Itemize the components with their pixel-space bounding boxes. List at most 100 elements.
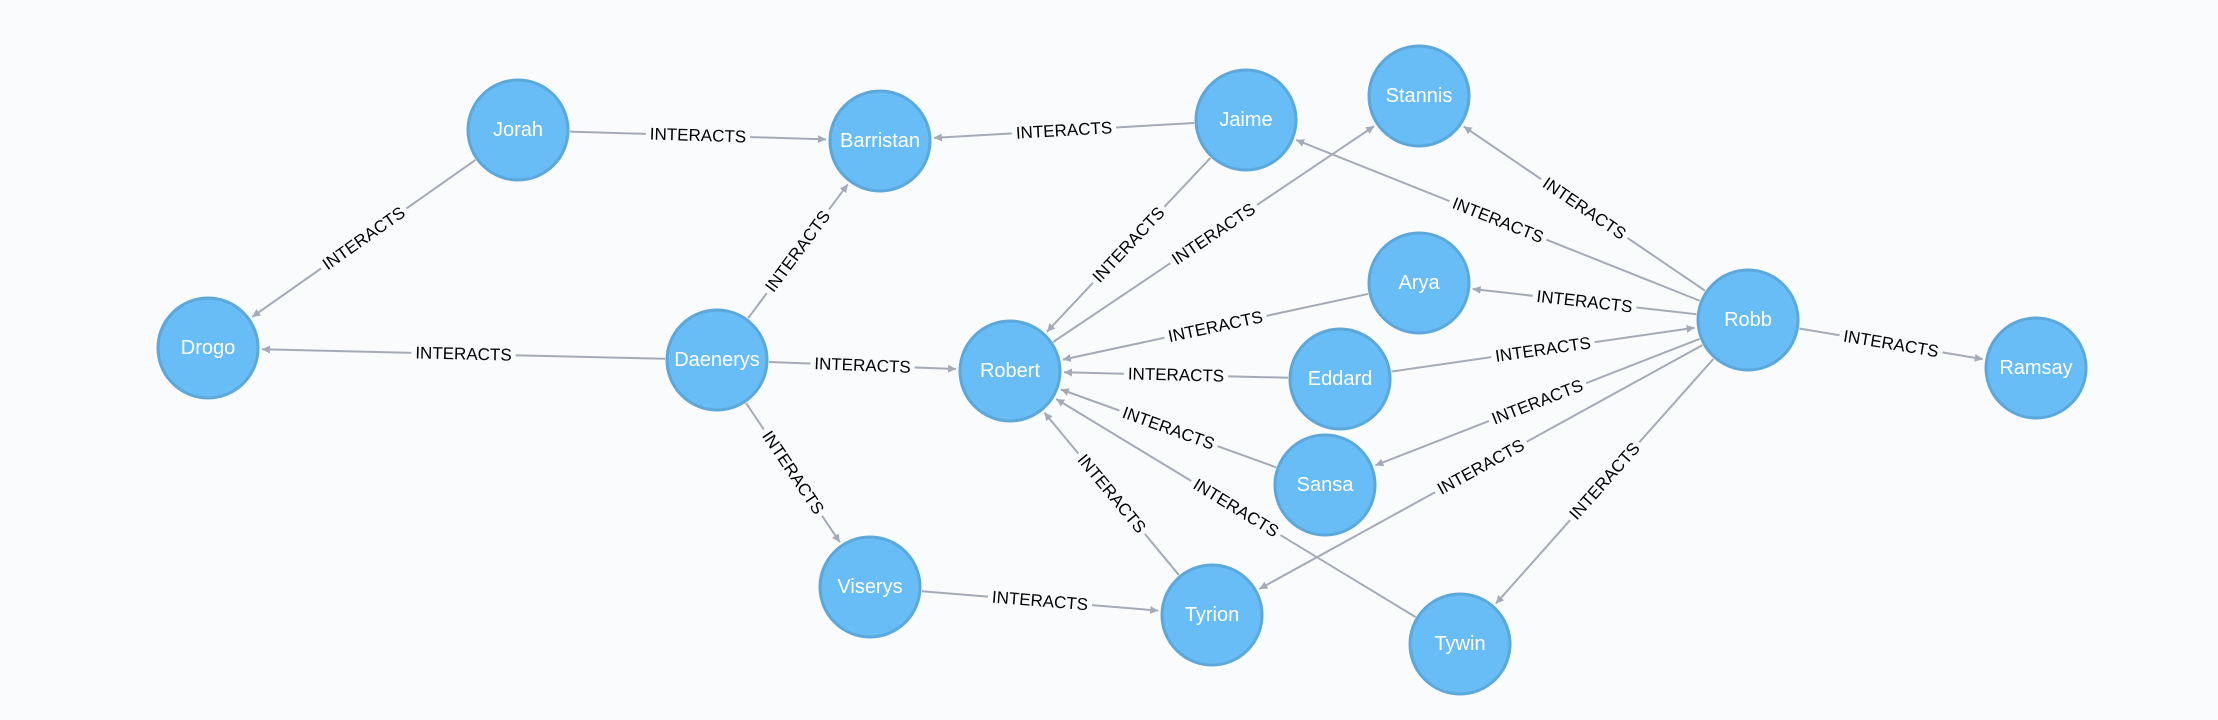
edge-label: INTERACTS xyxy=(415,343,512,364)
edge-label-background xyxy=(1070,446,1153,541)
edge-label-group: INTERACTS xyxy=(1011,116,1117,144)
node-daenerys[interactable]: Daenerys xyxy=(665,308,769,412)
edge-label-background xyxy=(1445,191,1551,250)
node-circle[interactable] xyxy=(466,78,570,182)
edge-label-group: INTERACTS xyxy=(755,423,831,522)
edge-label-background xyxy=(411,342,516,366)
edge-robb-stannis[interactable]: INTERACTS xyxy=(1463,125,1706,292)
edge-label-background xyxy=(645,123,751,148)
edge-robb-jaime[interactable]: INTERACTS xyxy=(1295,139,1701,302)
edge-label-background xyxy=(1430,432,1532,502)
edge-label: INTERACTS xyxy=(1074,451,1150,537)
edge-label-background xyxy=(1535,170,1634,247)
edges-layer: INTERACTSINTERACTSINTERACTSINTERACTSINTE… xyxy=(251,116,1983,618)
edge-label-background xyxy=(1489,331,1597,368)
edge-daenerys-robert[interactable]: INTERACTS xyxy=(768,353,957,378)
edge-jaime-barristan[interactable]: INTERACTS xyxy=(933,116,1195,144)
node-circle[interactable] xyxy=(828,89,932,193)
node-arya[interactable]: Arya xyxy=(1367,231,1471,335)
edge-daenerys-viserys[interactable]: INTERACTS xyxy=(745,402,841,543)
edge-label: INTERACTS xyxy=(1015,118,1112,142)
edge-daenerys-drogo[interactable]: INTERACTS xyxy=(261,342,666,366)
node-circle[interactable] xyxy=(665,308,769,412)
edge-label: INTERACTS xyxy=(1190,475,1282,541)
node-circle[interactable] xyxy=(1367,44,1471,148)
node-drogo[interactable]: Drogo xyxy=(156,296,260,400)
edge-eddard-robb[interactable]: INTERACTS xyxy=(1391,324,1695,373)
edge-label: INTERACTS xyxy=(1166,307,1264,346)
edge-label-group: INTERACTS xyxy=(1164,196,1263,272)
edge-eddard-robert[interactable]: INTERACTS xyxy=(1063,363,1289,387)
edge-label-group: INTERACTS xyxy=(1123,363,1229,387)
node-circle[interactable] xyxy=(1367,231,1471,335)
node-barristan[interactable]: Barristan xyxy=(828,89,932,193)
edge-label-background xyxy=(1011,116,1117,144)
node-robb[interactable]: Robb xyxy=(1696,268,1800,372)
edge-viserys-tyrion[interactable]: INTERACTS xyxy=(921,586,1159,616)
edge-robb-ramsay[interactable]: INTERACTS xyxy=(1799,324,1983,363)
node-jorah[interactable]: Jorah xyxy=(466,78,570,182)
edge-label-group: INTERACTS xyxy=(1445,191,1551,250)
edge-label: INTERACTS xyxy=(758,427,828,518)
edge-label-group: INTERACTS xyxy=(1115,400,1222,456)
node-stannis[interactable]: Stannis xyxy=(1367,44,1471,148)
edge-label-group: INTERACTS xyxy=(411,342,516,366)
node-tyrion[interactable]: Tyrion xyxy=(1160,563,1264,667)
edge-label-group: INTERACTS xyxy=(1070,446,1153,541)
edge-label: INTERACTS xyxy=(650,125,747,147)
node-viserys[interactable]: Viserys xyxy=(818,535,922,639)
edge-label: INTERACTS xyxy=(1842,327,1940,362)
edge-label: INTERACTS xyxy=(814,354,911,377)
node-circle[interactable] xyxy=(1160,563,1264,667)
node-eddard[interactable]: Eddard xyxy=(1288,327,1392,431)
node-circle[interactable] xyxy=(1288,327,1392,431)
edge-label-group: INTERACTS xyxy=(1430,432,1532,502)
node-circle[interactable] xyxy=(1273,433,1377,537)
edge-label-group: INTERACTS xyxy=(315,199,413,278)
node-sansa[interactable]: Sansa xyxy=(1273,433,1377,537)
edge-label-background xyxy=(1115,400,1222,456)
edge-label: INTERACTS xyxy=(762,207,835,296)
edge-label-background xyxy=(315,199,413,278)
edge-label-background xyxy=(1562,435,1648,528)
node-ramsay[interactable]: Ramsay xyxy=(1984,316,2088,420)
node-tywin[interactable]: Tywin xyxy=(1408,592,1512,696)
edge-label-background xyxy=(1085,199,1173,290)
edge-label-background xyxy=(1164,196,1263,272)
edge-label-background xyxy=(755,423,831,522)
edge-label-background xyxy=(1162,305,1269,349)
edge-label: INTERACTS xyxy=(1566,439,1644,524)
node-circle[interactable] xyxy=(1984,316,2088,420)
edge-label-group: INTERACTS xyxy=(1489,331,1597,368)
edge-label-group: INTERACTS xyxy=(1085,199,1173,290)
edge-jorah-drogo[interactable]: INTERACTS xyxy=(251,159,477,318)
edge-label-group: INTERACTS xyxy=(1531,285,1638,318)
edge-label-background xyxy=(1485,373,1590,431)
edge-tyrion-robert[interactable]: INTERACTS xyxy=(1043,411,1180,576)
node-circle[interactable] xyxy=(1408,592,1512,696)
edge-jorah-barristan[interactable]: INTERACTS xyxy=(569,123,827,148)
edge-label-group: INTERACTS xyxy=(1535,170,1634,247)
edge-label: INTERACTS xyxy=(1089,203,1169,286)
edge-label-background xyxy=(809,353,916,378)
edge-label-background xyxy=(1531,285,1638,318)
node-circle[interactable] xyxy=(818,535,922,639)
edge-label: INTERACTS xyxy=(1434,435,1528,498)
node-circle[interactable] xyxy=(156,296,260,400)
node-robert[interactable]: Robert xyxy=(958,319,1062,423)
edge-label-group: INTERACTS xyxy=(758,203,838,300)
edge-label: INTERACTS xyxy=(1168,199,1259,269)
node-circle[interactable] xyxy=(958,319,1062,423)
node-jaime[interactable]: Jaime xyxy=(1194,68,1298,172)
node-circle[interactable] xyxy=(1696,268,1800,372)
edge-label-background xyxy=(1123,363,1229,387)
node-circle[interactable] xyxy=(1194,68,1298,172)
edge-label: INTERACTS xyxy=(1489,376,1586,429)
edge-label: INTERACTS xyxy=(1450,194,1547,247)
edge-label: INTERACTS xyxy=(319,203,409,274)
edge-label-group: INTERACTS xyxy=(645,123,751,148)
edge-daenerys-barristan[interactable]: INTERACTS xyxy=(747,183,849,319)
edge-robb-arya[interactable]: INTERACTS xyxy=(1472,285,1697,318)
